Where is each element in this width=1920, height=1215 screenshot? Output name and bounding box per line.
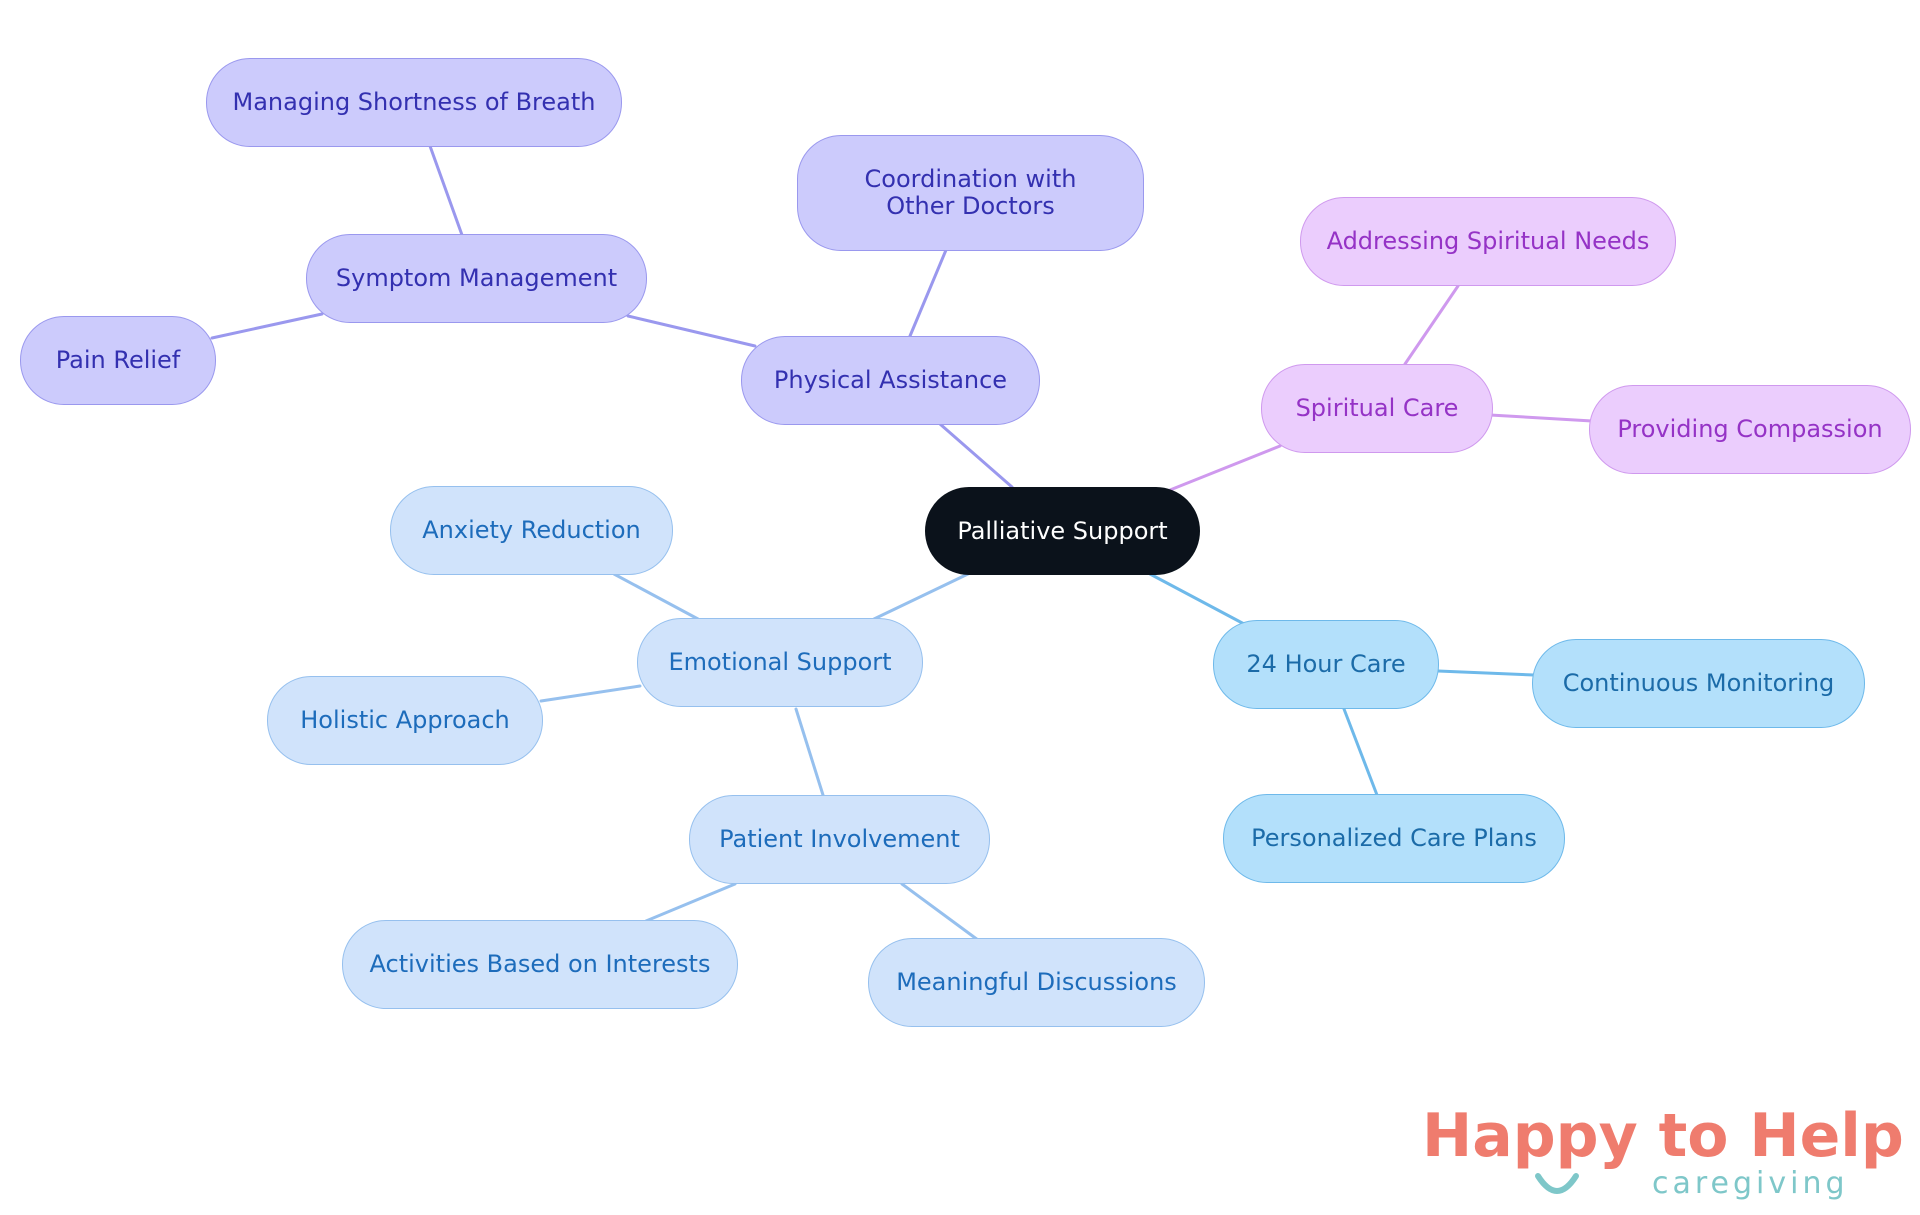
- link-symptom-pain: [210, 312, 324, 340]
- node-24-hour-care: 24 Hour Care: [1213, 620, 1439, 709]
- link-root-spiritual: [1168, 444, 1282, 492]
- root-node: Palliative Support: [925, 487, 1200, 575]
- logo-subtitle: caregiving: [1652, 1166, 1849, 1201]
- node-emotional-support: Emotional Support: [637, 618, 923, 707]
- node-pain-relief: Pain Relief: [20, 316, 216, 405]
- link-care24-monitoring: [1436, 669, 1536, 677]
- link-emotional-involvement: [794, 707, 825, 797]
- node-providing-compassion: Providing Compassion: [1589, 385, 1911, 474]
- link-care24-plans: [1342, 707, 1379, 797]
- link-emotional-anxiety: [612, 572, 700, 621]
- link-root-care24: [1148, 572, 1248, 627]
- link-spiritual-needs: [1403, 284, 1460, 366]
- node-personalized-care-plans: Personalized Care Plans: [1223, 794, 1565, 883]
- node-anxiety-reduction: Anxiety Reduction: [390, 486, 673, 575]
- node-continuous-monitoring: Continuous Monitoring: [1532, 639, 1865, 728]
- link-physical-coordination: [908, 248, 948, 338]
- logo-wordmark: Happy to Help: [1422, 1100, 1904, 1172]
- link-root-physical: [938, 422, 1014, 489]
- node-holistic-approach: Holistic Approach: [267, 676, 543, 765]
- node-addressing-spiritual-needs: Addressing Spiritual Needs: [1300, 197, 1676, 286]
- logo-name-part1: Happy: [1422, 1101, 1659, 1171]
- link-emotional-holistic: [539, 684, 642, 703]
- node-activities-based-on-interests: Activities Based on Interests: [342, 920, 738, 1009]
- happy-to-help-logo: Happy to Help caregiving: [1422, 1100, 1904, 1210]
- node-spiritual-care: Spiritual Care: [1261, 364, 1493, 453]
- node-coordination-with-other-doctors: Coordination with Other Doctors: [797, 135, 1144, 251]
- link-spiritual-compassion: [1488, 413, 1594, 423]
- link-root-emotional: [872, 571, 972, 621]
- link-involvement-discussions: [900, 882, 980, 942]
- node-physical-assistance: Physical Assistance: [741, 336, 1040, 425]
- node-symptom-management: Symptom Management: [306, 234, 647, 323]
- logo-name-part2: to Help: [1658, 1101, 1904, 1171]
- smile-icon: [1535, 1173, 1579, 1194]
- node-patient-involvement: Patient Involvement: [689, 795, 990, 884]
- link-involvement-activities: [644, 882, 737, 923]
- link-symptom-breath: [428, 144, 464, 237]
- node-managing-shortness-of-breath: Managing Shortness of Breath: [206, 58, 622, 147]
- link-physical-symptom: [626, 314, 757, 348]
- node-meaningful-discussions: Meaningful Discussions: [868, 938, 1205, 1027]
